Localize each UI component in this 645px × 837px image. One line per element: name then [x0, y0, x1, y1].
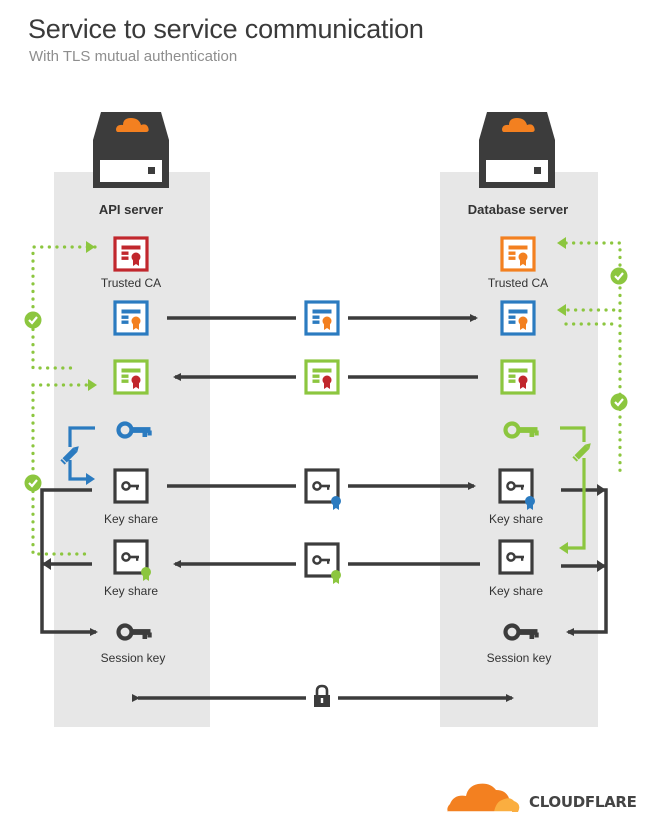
- db-session-key-label: Session key: [487, 651, 552, 665]
- api-verify-dotted-lines: [31, 245, 97, 556]
- api-key-share-1-label: Key share: [104, 512, 158, 526]
- api-check-2-icon: [24, 474, 42, 492]
- api-sign-arrowhead: [86, 473, 95, 485]
- database-server-icon: [479, 112, 555, 188]
- api-session-key-label: Session key: [101, 651, 166, 665]
- db-trusted-ca-label: Trusted CA: [488, 276, 548, 290]
- api-verify-arrowhead-1: [86, 241, 95, 253]
- transit-key-share-1-icon: [306, 470, 341, 510]
- api-trusted-ca-label: Trusted CA: [101, 276, 161, 290]
- db-check-1-icon: [610, 267, 628, 285]
- api-blue-cert-icon: [113, 300, 149, 336]
- api-trusted-ca-cert-icon: [113, 236, 149, 272]
- db-key-share-1-label: Key share: [489, 512, 543, 526]
- db-sign-arrowhead: [559, 542, 568, 554]
- api-bracket-arrowhead-2: [42, 558, 51, 570]
- api-verify-arrowhead-2: [88, 379, 97, 391]
- db-blue-cert-icon: [500, 300, 536, 336]
- db-key-share-1-icon: [500, 470, 535, 510]
- db-verify-dotted-lines: [564, 241, 622, 479]
- cloudflare-wordmark: CLOUDFLARE: [529, 793, 637, 811]
- api-check-1-icon: [24, 311, 42, 329]
- db-verify-arrowhead-2: [557, 304, 566, 316]
- cloudflare-logo: CLOUDFLARE: [447, 783, 637, 813]
- db-green-cert-icon: [500, 359, 536, 395]
- db-key-share-2-label: Key share: [489, 584, 543, 598]
- api-key-share-1-icon: [115, 470, 147, 502]
- page-title: Service to service communication: [28, 14, 424, 44]
- api-pencil-icon: [60, 446, 79, 465]
- transit-green-cert-icon: [304, 359, 340, 395]
- api-key-share-2-icon: [115, 541, 151, 581]
- transit-key-share-2-icon: [306, 544, 341, 584]
- transit-blue-cert-icon: [304, 300, 340, 336]
- db-sign-path: [560, 426, 586, 550]
- api-sign-path: [68, 426, 95, 481]
- db-verify-arrowhead-1: [557, 237, 566, 249]
- db-trusted-ca-cert-icon: [500, 236, 536, 272]
- db-bracket-arrowhead-2: [597, 560, 606, 572]
- api-server-icon: [93, 112, 169, 188]
- db-bracket-arrowhead-1: [597, 484, 606, 496]
- db-key-share-2-icon: [500, 541, 532, 573]
- page-subtitle: With TLS mutual authentication: [29, 48, 238, 65]
- api-green-cert-icon: [113, 359, 149, 395]
- api-key-share-2-label: Key share: [104, 584, 158, 598]
- api-server-header: API server: [99, 202, 163, 217]
- db-pencil-icon: [572, 443, 591, 462]
- database-server-header: Database server: [468, 202, 568, 217]
- lock-icon: [314, 684, 330, 707]
- db-check-2-icon: [610, 393, 628, 411]
